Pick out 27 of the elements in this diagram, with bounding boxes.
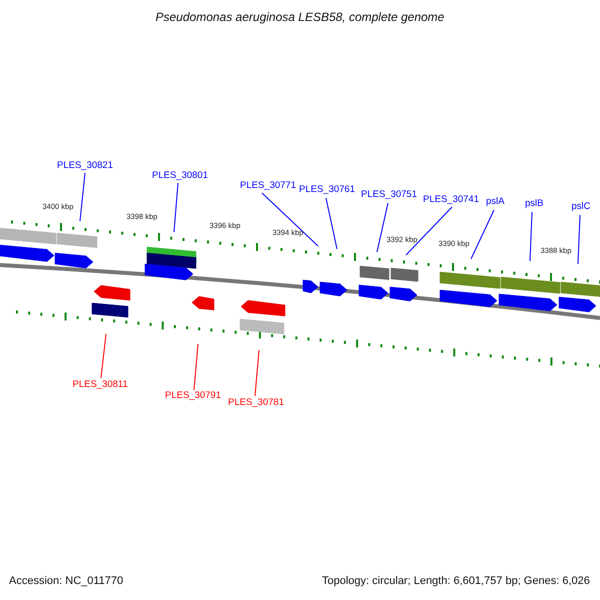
- gene-label: PLES_30741: [423, 195, 479, 204]
- gene-label: PLES_30811: [72, 380, 128, 390]
- gene-label: PLES_30801: [152, 171, 208, 180]
- leader-line: [470, 210, 494, 260]
- genome-info-text: Topology: circular; Length: 6,601,757 bp; Genes: 6,026: [322, 576, 590, 587]
- gene-label: PLES_30761: [299, 185, 355, 194]
- gene-label: PLES_30791: [165, 391, 221, 400]
- accession-text: Accession: NC_011770: [9, 576, 124, 587]
- leader-line: [100, 334, 106, 378]
- gene-label: PLES_30821: [57, 161, 113, 170]
- leader-line: [578, 214, 580, 264]
- leader-line: [80, 172, 86, 222]
- leader-line: [254, 350, 260, 396]
- gene-label: pslA: [486, 197, 504, 206]
- leader-line: [194, 344, 198, 390]
- leader-line: [530, 212, 532, 262]
- gene-label: PLES_30781: [228, 398, 284, 408]
- gene-label: pslC: [572, 202, 591, 212]
- leader-line: [326, 198, 338, 250]
- leader-line: [406, 206, 452, 256]
- leader-line: [376, 202, 388, 252]
- gene-label: PLES_30751: [361, 190, 417, 200]
- leader-line: [174, 182, 178, 232]
- leader-line: [262, 192, 318, 246]
- gene-label: pslB: [525, 199, 544, 208]
- gene-label: PLES_30771: [240, 181, 296, 190]
- title: Pseudomonas aeruginosa LESB58, complete genome: [156, 11, 444, 23]
